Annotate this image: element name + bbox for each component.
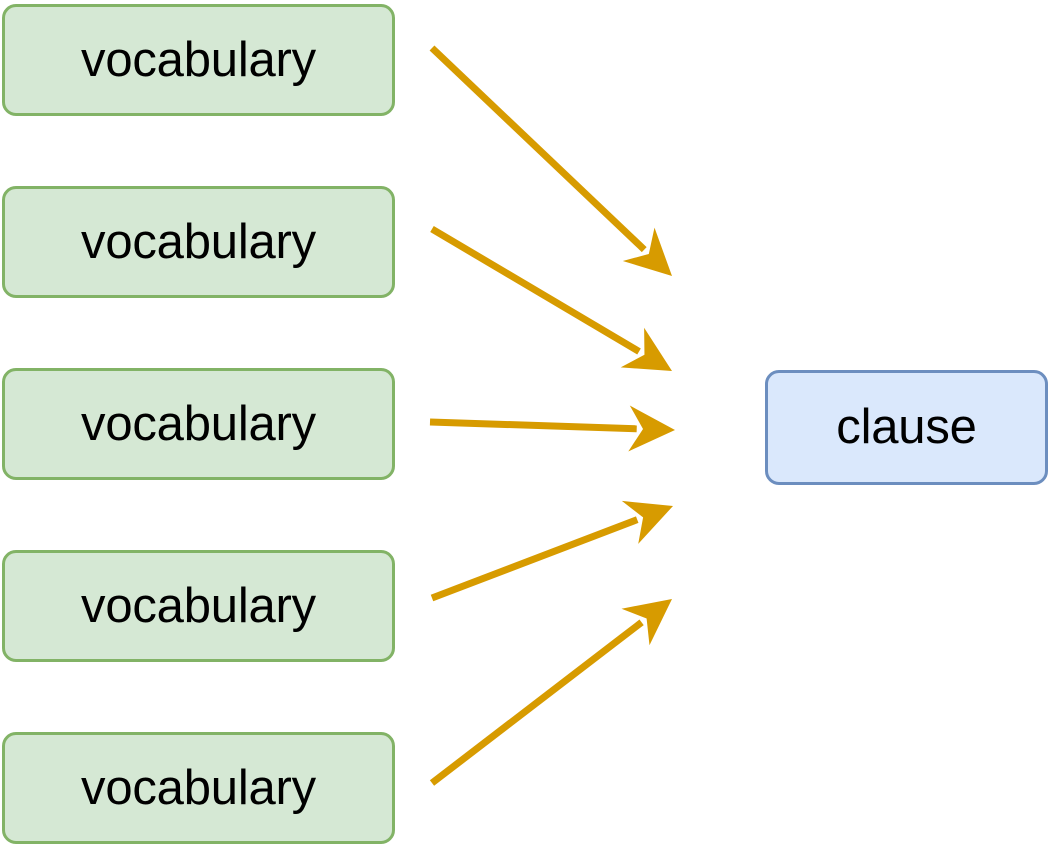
edge-arrowhead-icon	[620, 327, 672, 371]
node-label: vocabulary	[81, 578, 316, 633]
node-vocabulary-5[interactable]: vocabulary	[2, 732, 395, 844]
edge-line	[430, 225, 641, 355]
node-label: vocabulary	[81, 760, 316, 815]
edge-arrowhead-icon	[628, 405, 675, 452]
node-clause[interactable]: clause	[765, 370, 1048, 485]
node-vocabulary-4[interactable]: vocabulary	[2, 550, 395, 662]
edge-line	[429, 418, 637, 433]
node-label: vocabulary	[81, 214, 316, 269]
node-vocabulary-3[interactable]: vocabulary	[2, 368, 395, 480]
node-label: vocabulary	[81, 396, 316, 451]
edge-line	[429, 619, 644, 786]
edge-arrowhead-icon	[622, 227, 672, 276]
node-vocabulary-1[interactable]: vocabulary	[2, 4, 395, 116]
node-vocabulary-2[interactable]: vocabulary	[2, 186, 395, 298]
node-label: vocabulary	[81, 32, 316, 87]
edge-line	[429, 45, 647, 253]
edge-line	[430, 516, 639, 602]
node-label: clause	[836, 400, 977, 454]
edge-arrowhead-icon	[621, 500, 673, 544]
edge-arrowhead-icon	[621, 599, 672, 646]
